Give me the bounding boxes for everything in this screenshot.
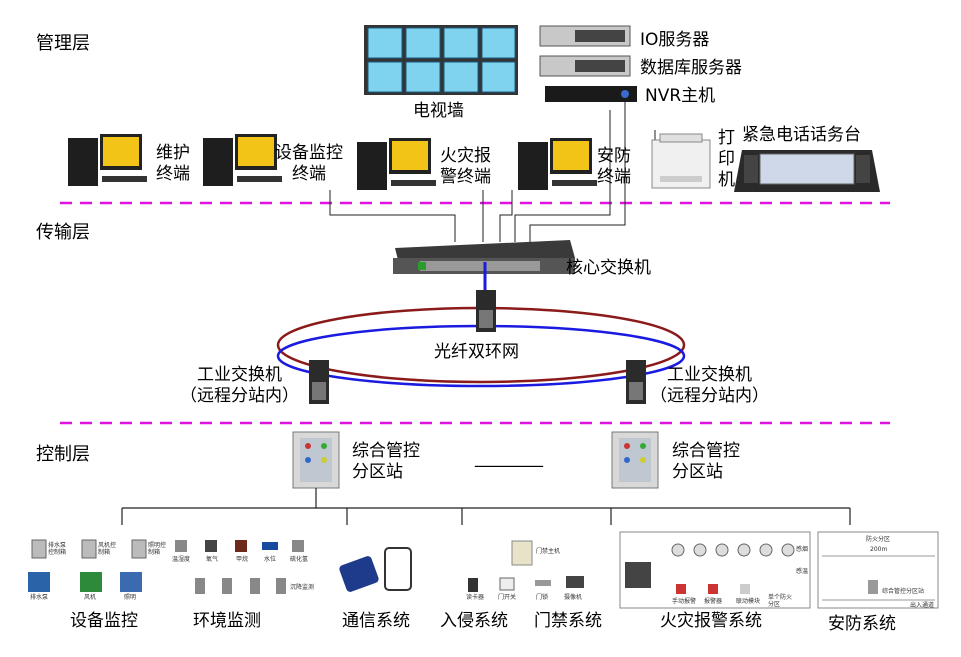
terminal-links	[329, 100, 656, 242]
subsystem-equipment-label: 设备监控	[70, 611, 138, 631]
pc-maintenance-icon	[68, 134, 147, 186]
equipment-item-4: 风机	[84, 594, 97, 601]
security-item-1: 200m	[870, 546, 888, 553]
layer-label-management: 管理层	[36, 33, 90, 54]
fire-alarm-cluster	[619, 531, 811, 609]
layer-label-transmission: 传输层	[36, 222, 90, 243]
subsystem-security-label: 安防系统	[828, 614, 896, 634]
equipment-item-5: 照明	[124, 594, 137, 601]
tv-wall-label: 电视墙	[413, 101, 464, 121]
equipment-cluster	[28, 539, 147, 592]
industrial-switch-top-icon	[476, 290, 496, 332]
intrusion-item-1: 读卡器	[466, 594, 485, 601]
equipment-item-1: 风机控 制箱	[98, 542, 117, 556]
environment-item-0: 温湿度	[172, 556, 191, 563]
emergency-console-label: 紧急电话话务台	[742, 125, 861, 145]
equipment-item-3: 排水泵	[30, 594, 49, 601]
industrial-switch-left-label: 工业交换机 （远程分站内）	[180, 365, 299, 406]
intrusion-access-cluster	[468, 540, 584, 592]
industrial-switch-right-icon	[626, 360, 646, 404]
emergency-console-icon	[734, 150, 880, 192]
io-server-label: IO服务器	[640, 30, 710, 50]
intrusion-item-0: 门禁主机	[536, 548, 561, 555]
industrial-switch-left-icon	[309, 360, 329, 404]
db-server-icon	[539, 55, 631, 77]
pc-fire-icon	[357, 138, 436, 190]
environment-item-1: 氧气	[206, 556, 219, 563]
tv-wall	[364, 25, 518, 95]
security-cluster	[817, 531, 939, 609]
fire-item-1: 感温	[796, 568, 809, 575]
db-server-label: 数据库服务器	[640, 58, 742, 78]
station-left-icon	[292, 431, 340, 489]
intrusion-item-4: 摄像机	[564, 594, 583, 601]
io-server-icon	[539, 25, 631, 47]
fire-item-4: 联动模块	[736, 598, 761, 605]
station-right-icon	[611, 431, 659, 489]
pc-equipment-icon	[203, 134, 282, 186]
subsystem-intrusion-label: 入侵系统	[440, 611, 508, 631]
environment-item-5: 沉降监测	[290, 584, 315, 591]
industrial-switch-right-label: 工业交换机 （远程分站内）	[650, 365, 769, 406]
fire-item-0: 感烟	[796, 546, 809, 553]
core-switch-label: 核心交换机	[566, 258, 651, 278]
distribution-bus	[121, 488, 851, 525]
terminal-equipment-label: 设备监控 终端	[275, 143, 343, 184]
subsystem-communication-label: 通信系统	[342, 611, 410, 631]
environment-item-4: 硫化氢	[290, 556, 309, 563]
layer-label-control: 控制层	[36, 444, 90, 465]
environment-item-2: 甲烷	[236, 556, 249, 563]
terminal-maintenance-label: 维护 终端	[156, 143, 190, 184]
fire-item-5: 单个防火 分区	[768, 594, 793, 608]
station-ellipsis: ________	[475, 448, 543, 468]
nvr-icon	[545, 86, 637, 102]
printer-icon	[651, 133, 711, 189]
nvr-label: NVR主机	[645, 86, 716, 106]
subsystem-environment-label: 环境监测	[193, 611, 261, 631]
pc-security-icon	[518, 138, 597, 190]
subsystem-fire-label: 火灾报警系统	[660, 611, 762, 631]
station-right-label: 综合管控 分区站	[672, 441, 740, 482]
terminal-fire-label: 火灾报 警终端	[440, 146, 491, 187]
fiber-ring-label: 光纤双环网	[434, 342, 519, 362]
fire-item-3: 报警器	[704, 598, 723, 605]
intrusion-item-3: 门锁	[536, 594, 549, 601]
equipment-item-2: 照明控 制箱	[148, 542, 167, 556]
terminal-security-label: 安防 终端	[597, 146, 631, 187]
intrusion-item-2: 门开关	[498, 594, 517, 601]
fire-item-2: 手动报警	[672, 598, 697, 605]
printer-label: 打 印 机	[718, 128, 735, 190]
environment-cluster	[175, 540, 304, 594]
environment-item-3: 水位	[264, 556, 277, 563]
security-item-2: 综合管控分区站	[882, 588, 925, 595]
subsystem-access-label: 门禁系统	[534, 611, 602, 631]
station-left-label: 综合管控 分区站	[352, 441, 420, 482]
communication-cluster	[339, 547, 412, 592]
security-item-3: 出入通道	[910, 602, 935, 609]
equipment-item-0: 排水泵 控制箱	[48, 542, 67, 556]
security-item-0: 防火分区	[866, 536, 891, 543]
